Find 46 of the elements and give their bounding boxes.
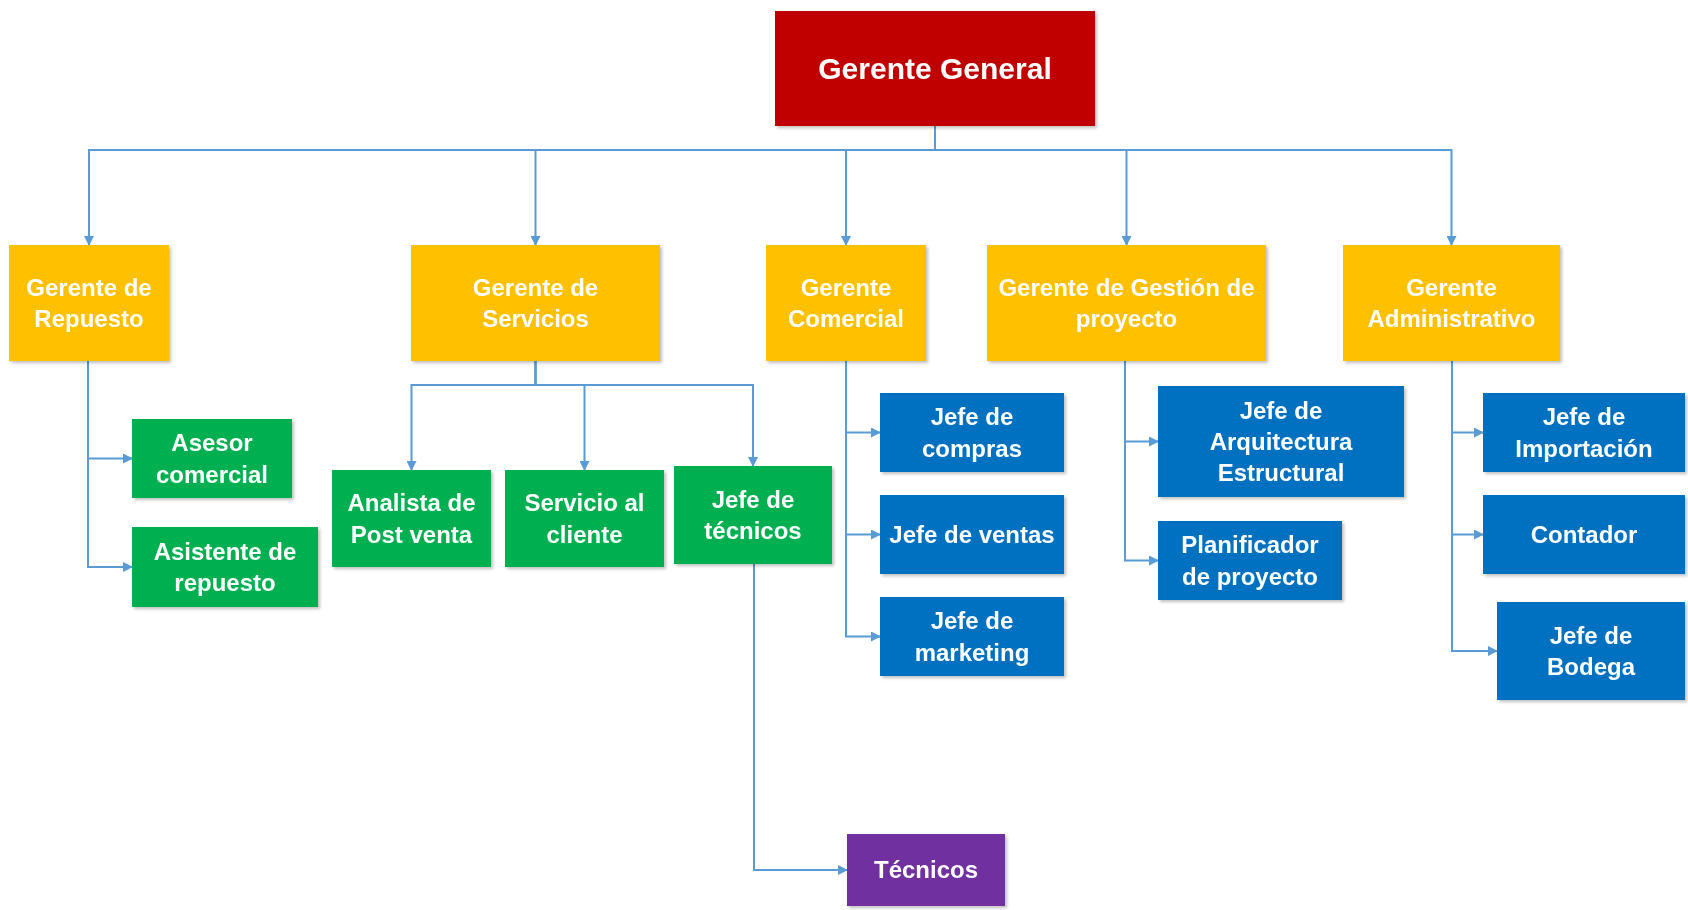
connector-arrow xyxy=(1451,360,1498,656)
role-title: Gerente Comercial xyxy=(786,272,906,334)
role-title: Gerente de Gestión de proyecto xyxy=(997,272,1256,334)
org-box xyxy=(411,245,660,361)
org-box xyxy=(9,245,169,361)
org-box xyxy=(505,470,664,567)
org-box xyxy=(332,470,491,567)
org-box xyxy=(880,597,1064,676)
role-title: Gerente de Servicios xyxy=(471,272,600,334)
role-title: Contador xyxy=(1530,519,1638,550)
role-title: Jefe de Importación xyxy=(1514,402,1654,464)
connector-arrow xyxy=(753,563,848,875)
org-box xyxy=(766,245,926,361)
org-box xyxy=(775,11,1095,126)
org-box xyxy=(1343,245,1560,361)
role-title: Jefe de marketing xyxy=(913,606,1031,668)
org-box xyxy=(847,834,1005,906)
org-box xyxy=(674,466,832,564)
org-box xyxy=(132,527,318,607)
org-box xyxy=(1483,495,1685,574)
org-box xyxy=(880,393,1064,472)
role-title: Jefe de Arquitectura Estructural xyxy=(1208,395,1354,489)
role-title: Jefe de compras xyxy=(920,402,1023,464)
org-box xyxy=(1158,521,1342,600)
role-title: Jefe de ventas xyxy=(889,519,1055,550)
connector-arrow xyxy=(534,360,758,467)
org-box xyxy=(1497,602,1685,700)
connector-arrow xyxy=(845,360,881,642)
role-title: Gerente de Repuesto xyxy=(25,272,153,334)
role-title: Jefe de Bodega xyxy=(1546,620,1637,682)
role-title: Gerente General xyxy=(818,51,1052,87)
role-title: Técnicos xyxy=(873,855,978,886)
org-box xyxy=(880,495,1064,574)
role-title: Jefe de técnicos xyxy=(703,484,803,546)
org-box xyxy=(1483,393,1685,472)
org-box xyxy=(1158,386,1404,497)
role-title: Servicio al cliente xyxy=(523,488,646,550)
connector-arrow xyxy=(87,360,133,572)
role-title: Gerente Administrativo xyxy=(1366,272,1537,334)
role-title: Analista de Post venta xyxy=(346,488,477,550)
org-box xyxy=(987,245,1266,361)
role-title: Asistente de repuesto xyxy=(152,536,298,598)
org-box xyxy=(132,419,292,498)
connector-arrow xyxy=(1124,360,1159,566)
role-title: Asesor comercial xyxy=(154,428,270,490)
role-title: Planificador de proyecto xyxy=(1180,530,1320,592)
